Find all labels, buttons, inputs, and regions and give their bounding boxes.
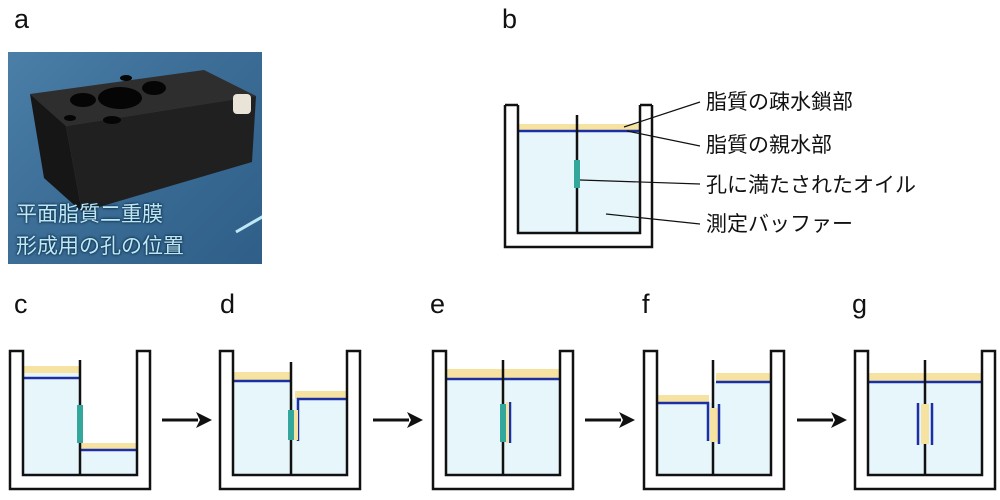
lipid-tail-left	[657, 395, 709, 403]
arrow-e-f	[585, 412, 635, 428]
step-d	[218, 349, 362, 491]
bilayer-core	[710, 408, 718, 442]
leader-hydrophilic	[626, 130, 701, 147]
oil-plug	[574, 160, 580, 188]
block-hole	[142, 81, 166, 95]
arrow-head	[196, 412, 212, 428]
lipid-tail-left	[23, 366, 79, 373]
lipid-tail-hole	[294, 410, 298, 440]
block-hole	[120, 75, 132, 81]
caption-pointer	[235, 215, 262, 234]
panel-letter-b: b	[502, 4, 518, 34]
oil-plug	[288, 410, 294, 440]
oil-plug	[500, 404, 506, 442]
step-f	[642, 349, 786, 491]
chamber-inner-wall	[516, 105, 642, 235]
knob	[233, 94, 251, 114]
lipid-tail-right	[81, 443, 137, 450]
arrow-c-d	[162, 412, 212, 428]
chamber-photo: 平面脂質二重膜 形成用の孔の位置	[8, 52, 262, 264]
lipid-head-left	[657, 401, 710, 441]
lipid-tail-monolayer	[506, 402, 509, 443]
block-hole	[103, 116, 121, 124]
photo-caption-line2: 形成用の孔の位置	[16, 235, 184, 258]
step-c	[8, 349, 152, 491]
arrow-head	[831, 412, 847, 428]
buffer-left	[233, 381, 291, 475]
block-left-face	[30, 94, 82, 212]
step-g	[853, 349, 997, 491]
panel-letter-a: a	[14, 4, 30, 34]
panel-letter-e: e	[430, 289, 446, 319]
panel-letter-f: f	[642, 289, 650, 319]
chamber-wall	[8, 349, 152, 491]
bilayer-core	[921, 404, 929, 444]
chamber-wall	[642, 349, 786, 491]
photo-caption-line1: 平面脂質二重膜	[16, 203, 163, 226]
buffer-right	[79, 450, 137, 475]
callout-lipid-hydrophobic: 脂質の疎水鎖部	[706, 91, 853, 114]
chamber-wall	[853, 349, 997, 491]
callout-lipid-hydrophilic: 脂質の親水部	[706, 134, 832, 157]
block-top	[30, 70, 256, 126]
lipid-tail-layer	[518, 124, 640, 131]
buffer-left	[657, 403, 713, 475]
arrow-f-g	[797, 412, 847, 428]
oil-plug	[77, 405, 83, 443]
arrow-head	[407, 412, 423, 428]
block-hole	[64, 115, 76, 121]
buffer-left	[23, 372, 79, 475]
lipid-tail-right	[716, 373, 771, 382]
panel-letter-c: c	[14, 289, 28, 319]
chamber-photo-drawing	[30, 70, 262, 234]
lipid-tail-right	[295, 391, 347, 399]
panel-letter-d: d	[220, 289, 236, 319]
chamber-wall	[218, 349, 362, 491]
leader-buffer	[605, 213, 701, 225]
leader-hydrophobic	[623, 101, 701, 128]
callout-buffer: 測定バッファー	[706, 213, 853, 236]
buffer-right	[713, 382, 771, 475]
block-hole	[70, 93, 96, 107]
chamber-outer-wall	[503, 105, 654, 249]
lipid-tail-left	[233, 372, 291, 380]
chamber-wall	[431, 349, 575, 491]
arrow-d-e	[373, 412, 423, 428]
panel-letter-g: g	[852, 289, 868, 319]
leader-oil	[579, 179, 701, 185]
block-front-face	[66, 96, 256, 212]
buffer-right	[291, 399, 347, 475]
step-e	[431, 349, 575, 491]
block-hole	[98, 87, 142, 109]
arrow-head	[619, 412, 635, 428]
callout-oil-in-hole: 孔に満たされたオイル	[706, 174, 916, 197]
